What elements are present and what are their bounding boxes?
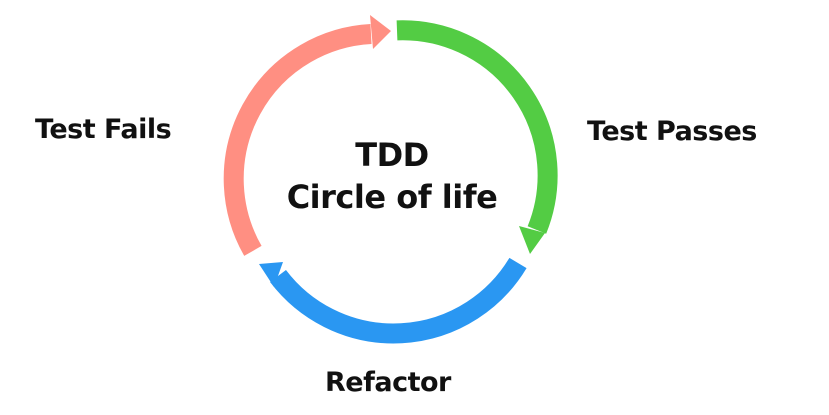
- center-title: TDD: [355, 136, 429, 174]
- arrowhead-test-passes: [519, 226, 545, 254]
- label-test-fails: Test Fails: [35, 114, 172, 145]
- arc-test-fails: [223, 24, 372, 256]
- arrow-test-passes: [396, 20, 558, 254]
- arc-test-passes: [396, 20, 558, 234]
- arrowhead-refactor: [259, 262, 283, 287]
- center-subtitle: Circle of life: [286, 178, 498, 216]
- center-title-block: TDD Circle of life: [262, 134, 522, 218]
- label-test-passes: Test Passes: [587, 116, 757, 147]
- label-refactor: Refactor: [325, 367, 451, 398]
- arrowhead-test-fails: [370, 15, 391, 49]
- arrow-refactor: [259, 257, 527, 344]
- arc-refactor: [270, 257, 527, 344]
- arrow-test-fails: [223, 15, 391, 256]
